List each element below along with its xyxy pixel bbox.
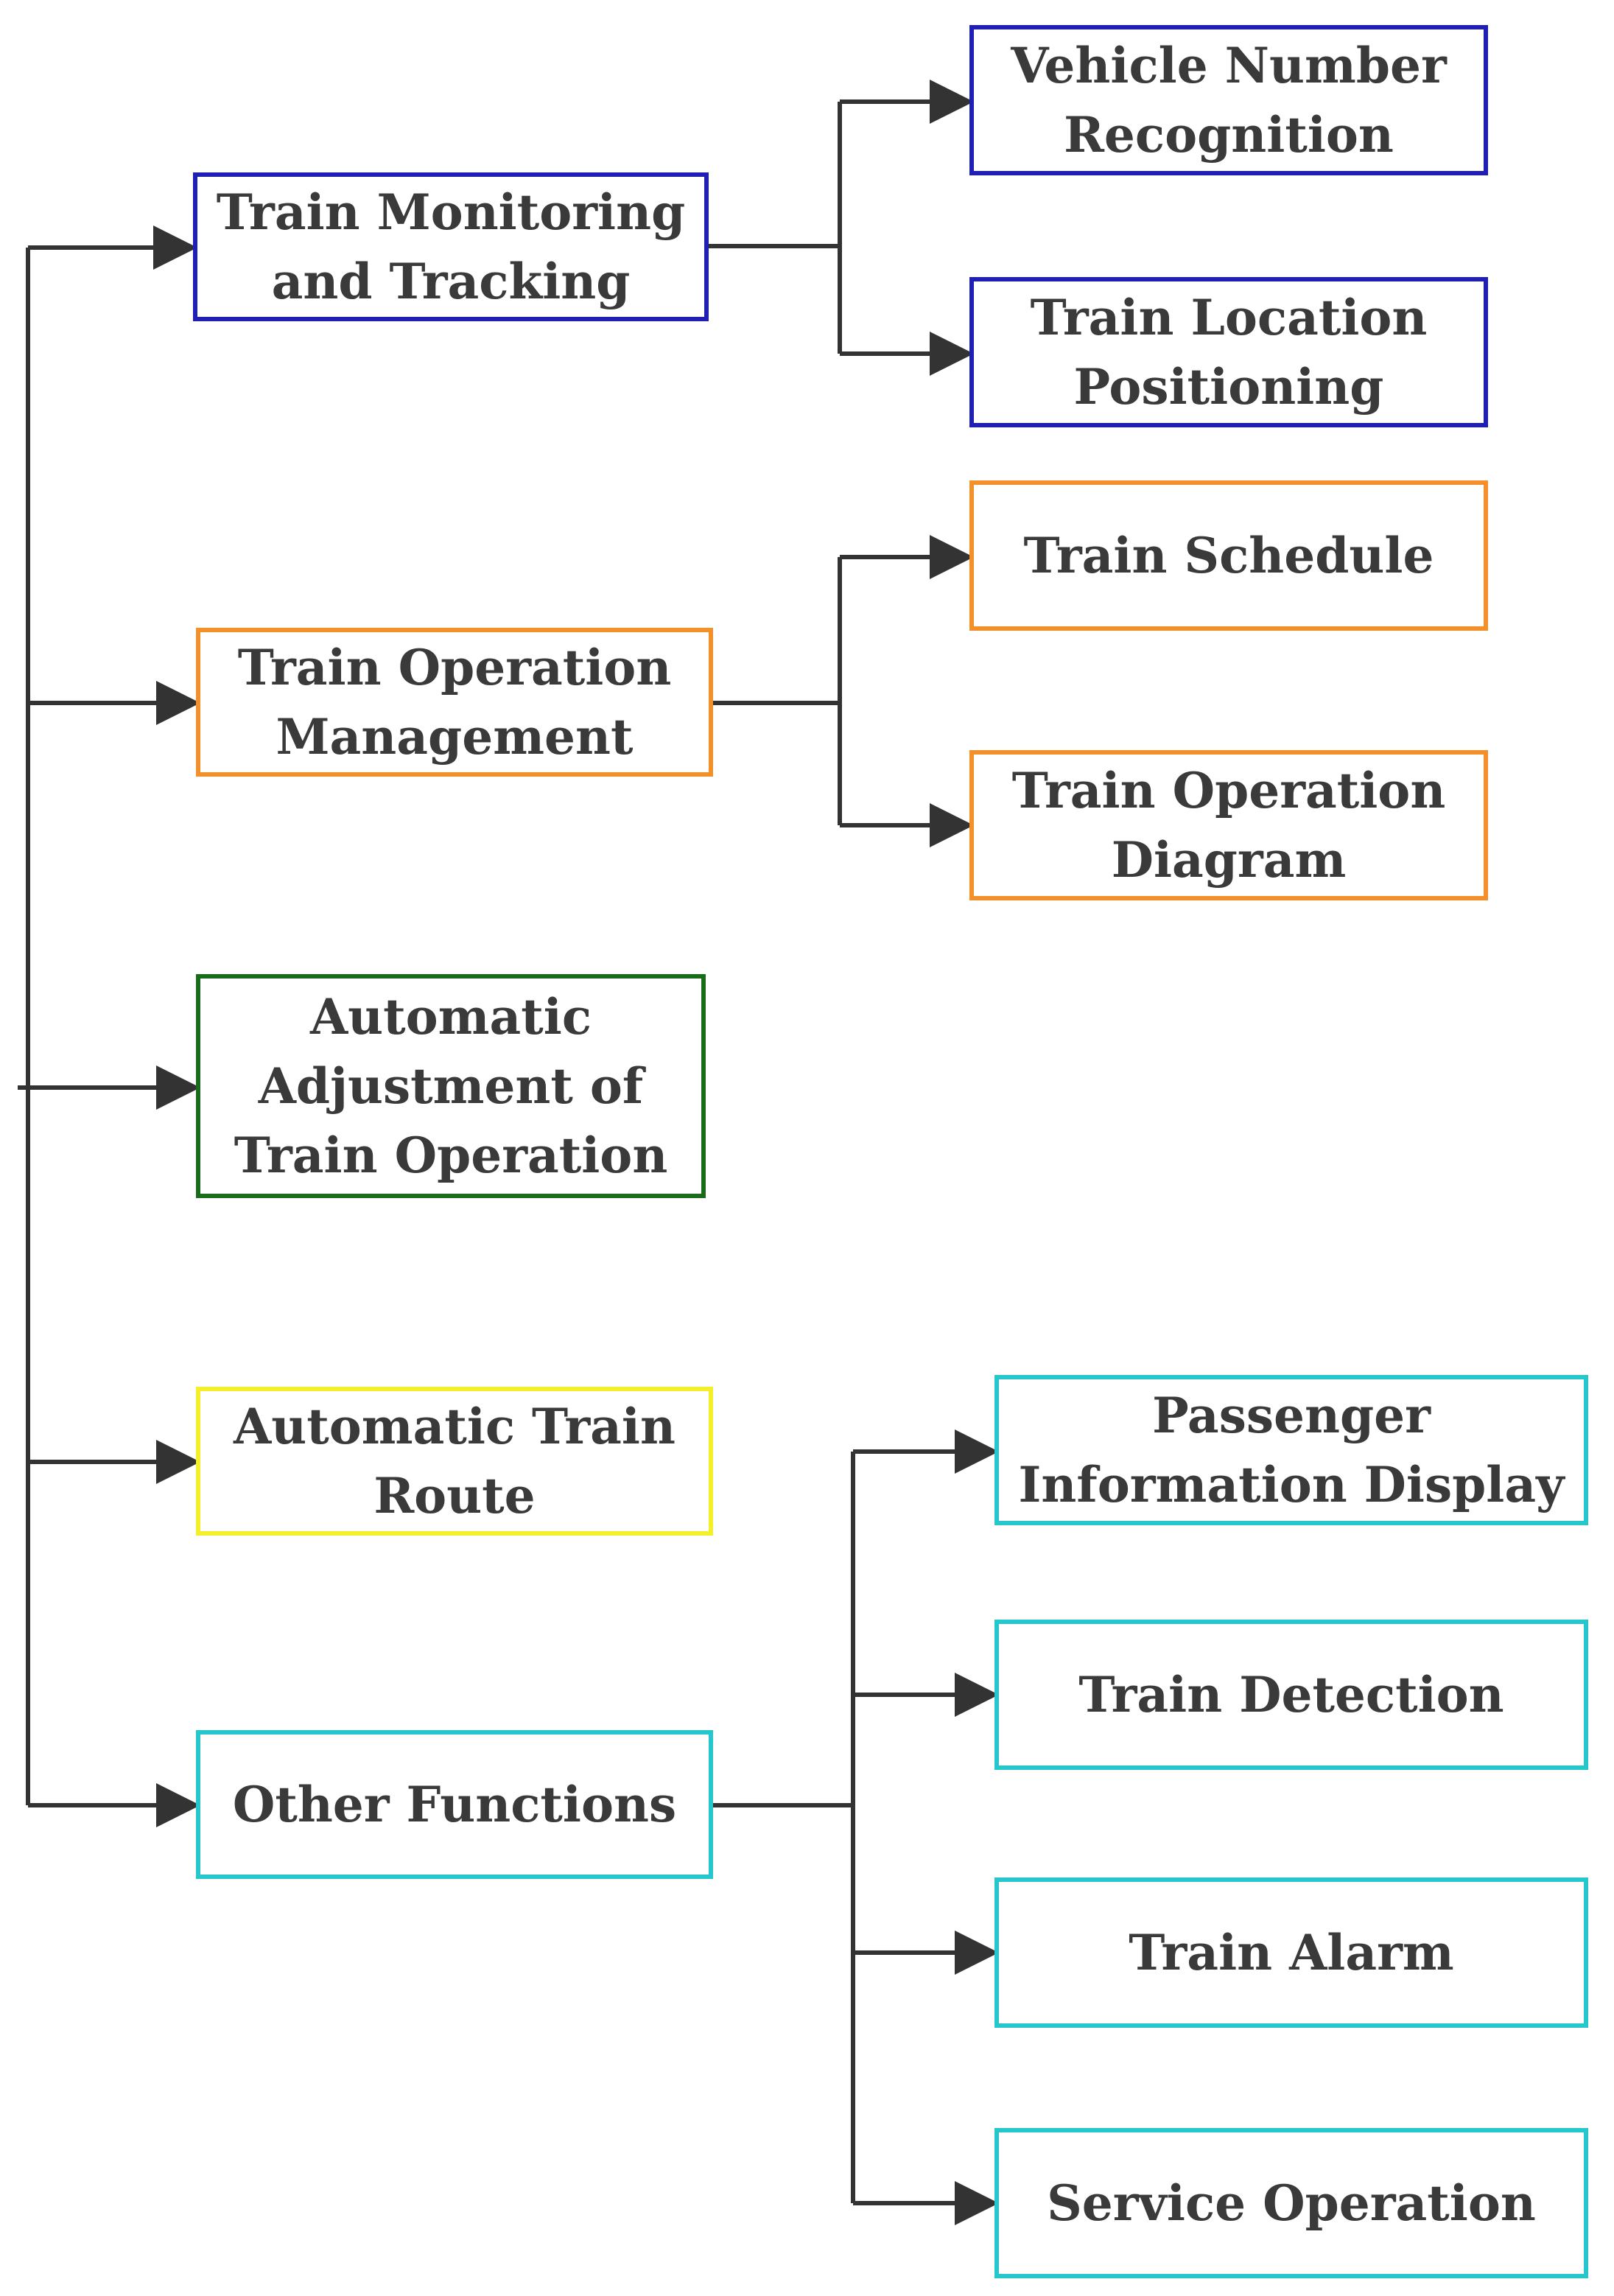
node-train-operation-diagram: Train Operation Diagram xyxy=(969,750,1488,900)
node-train-detection: Train Detection xyxy=(994,1620,1588,1770)
node-train-location-positioning: Train Location Positioning xyxy=(969,277,1488,427)
node-other-functions: Other Functions xyxy=(196,1730,713,1879)
node-train-monitoring-and-tracking: Train Monitoring and Tracking xyxy=(193,172,709,321)
node-train-schedule: Train Schedule xyxy=(969,480,1488,631)
node-vehicle-number-recognition: Vehicle Number Recognition xyxy=(969,25,1488,175)
node-train-alarm: Train Alarm xyxy=(994,1877,1588,2028)
node-automatic-train-route: Automatic Train Route xyxy=(196,1387,713,1536)
node-train-operation-management: Train Operation Management xyxy=(196,628,713,777)
node-service-operation: Service Operation xyxy=(994,2128,1588,2278)
node-automatic-adjustment-of-train-operation: Automatic Adjustment of Train Operation xyxy=(196,974,706,1198)
node-passenger-information-display: Passenger Information Display xyxy=(994,1375,1588,1525)
